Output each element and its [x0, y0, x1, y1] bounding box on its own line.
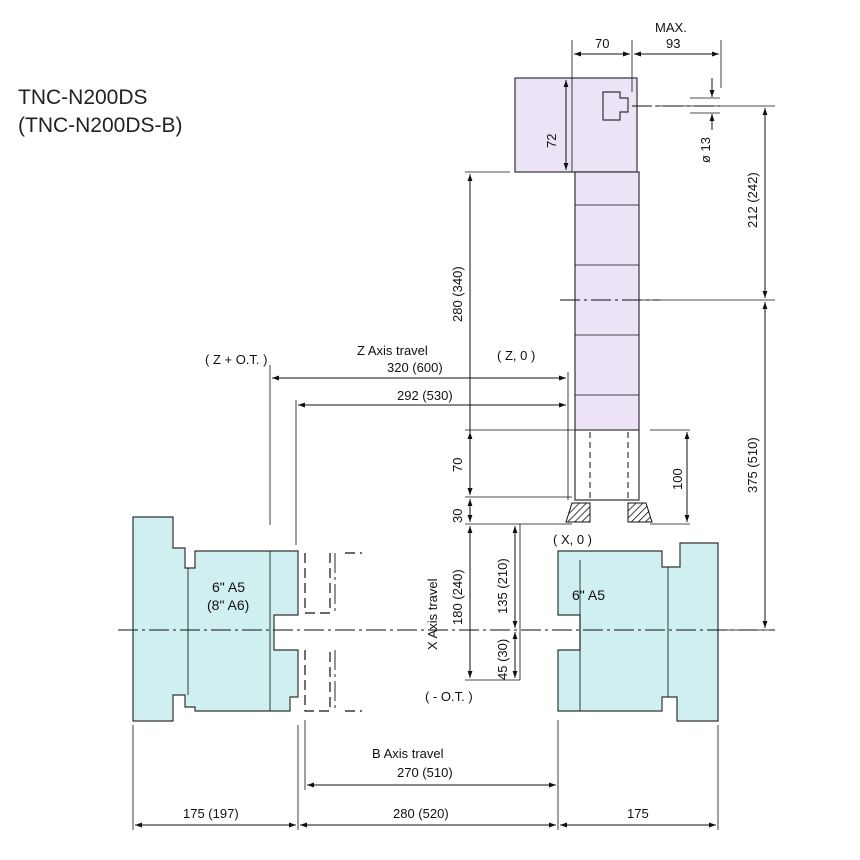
right-chuck-body: [557, 542, 719, 722]
model-variant: (TNC-N200DS-B): [18, 114, 183, 137]
b-axis-travel-label: B Axis travel: [372, 746, 444, 761]
right-chuck-size-label: 6" A5: [572, 587, 605, 603]
left-chuck: 6" A5 (8" A6): [132, 516, 299, 722]
dim-292-530: 292 (530): [397, 388, 453, 403]
x-axis-travel-label: X Axis travel: [425, 578, 440, 650]
dim-175: 175: [627, 806, 649, 821]
dim-270-510: 270 (510): [397, 765, 453, 780]
title-block: TNC-N200DS (TNC-N200DS-B): [18, 84, 183, 140]
cutting-tool-right: [627, 502, 653, 523]
dim-280-520: 280 (520): [393, 806, 449, 821]
left-chuck-body: [132, 516, 299, 722]
dim-93: 93: [666, 36, 680, 51]
left-chuck-size-label: 6" A5: [212, 579, 245, 595]
dim-100: 100: [670, 468, 685, 490]
model-name: TNC-N200DS: [18, 86, 148, 109]
tool-turret: [514, 77, 653, 523]
right-chuck: 6" A5: [557, 542, 719, 722]
z-axis-travel-label: Z Axis travel: [357, 343, 428, 358]
tailstock-ghost-outline: [304, 552, 362, 712]
dim-212-242: 212 (242): [745, 172, 760, 228]
dim-375-510: 375 (510): [745, 437, 760, 493]
dim-70-top: 70: [595, 36, 609, 51]
x-minus-ot-label: ( - O.T. ): [425, 689, 473, 704]
dimension-lines: [135, 51, 768, 828]
dim-175-197: 175 (197): [183, 806, 239, 821]
max-label: MAX.: [655, 20, 687, 35]
cutting-tool-left: [565, 502, 591, 523]
dim-320-600: 320 (600): [387, 360, 443, 375]
dim-180-240: 180 (240): [450, 569, 465, 625]
dim-135-210: 135 (210): [495, 558, 510, 614]
extension-lines: [132, 40, 775, 830]
dim-dia13: ø 13: [698, 137, 713, 163]
z0-label: ( Z, 0 ): [497, 348, 535, 363]
dim-70-mid: 70: [450, 458, 465, 472]
dim-72: 72: [544, 134, 559, 148]
dimension-labels: 70 MAX. 93 72 ø 13 212 (242) 375 (510) 2…: [183, 20, 760, 821]
z-plus-ot-label: ( Z + O.T. ): [205, 352, 267, 367]
dim-30: 30: [450, 509, 465, 523]
dim-280-340: 280 (340): [450, 266, 465, 322]
dim-45-30: 45 (30): [495, 639, 510, 680]
turret-column: [574, 171, 640, 431]
x0-label: ( X, 0 ): [553, 532, 592, 547]
tool-shank: [602, 91, 629, 121]
left-chuck-size-alt-label: (8" A6): [207, 597, 249, 613]
